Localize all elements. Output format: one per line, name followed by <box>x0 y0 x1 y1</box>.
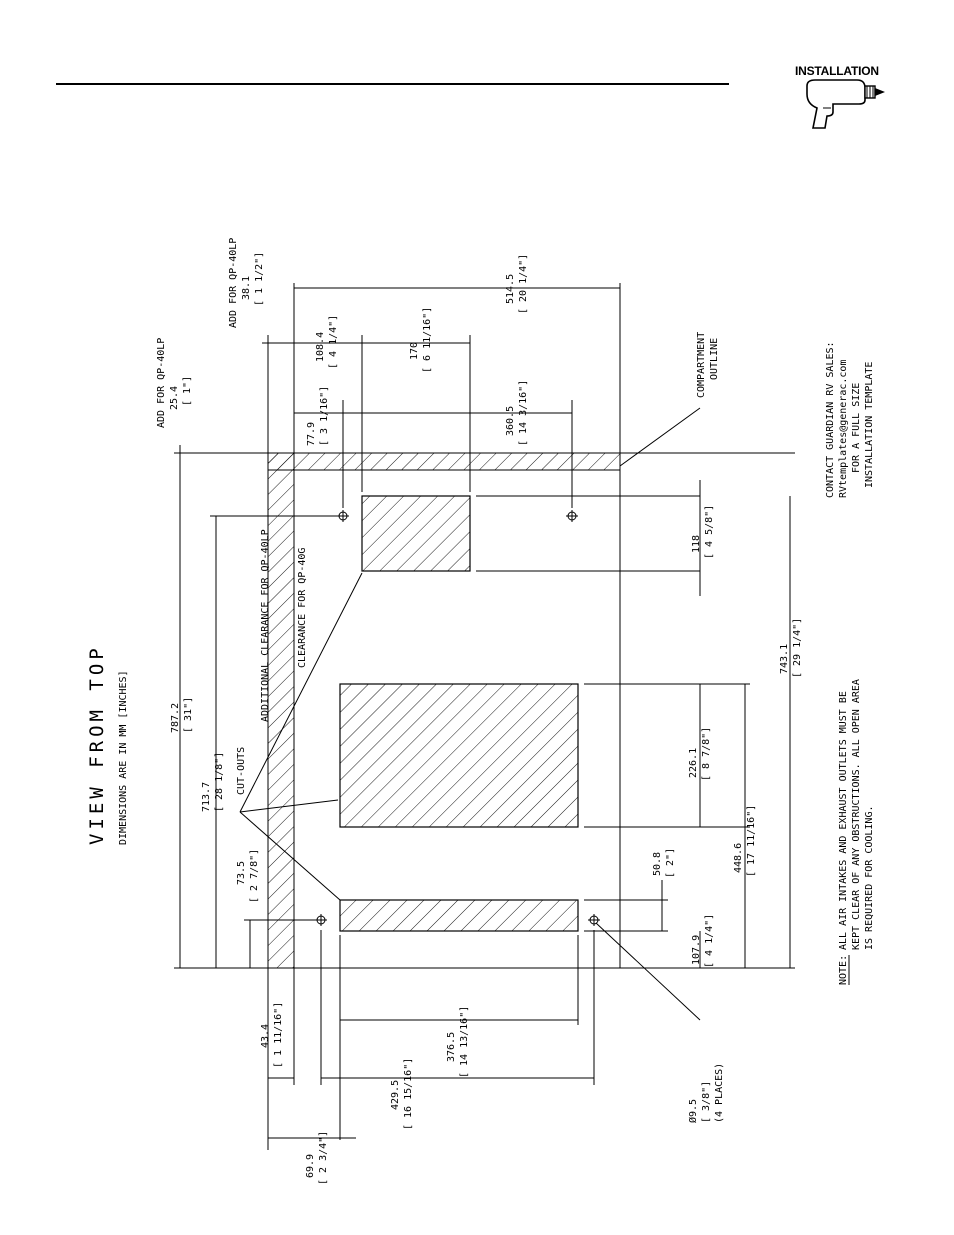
svg-text:ADD FOR QP-40LP: ADD FOR QP-40LP <box>228 238 239 328</box>
svg-text:[ 31"]: [ 31"] <box>183 697 194 733</box>
contact-block: CONTACT GUARDIAN RV SALES: RVtemplates@g… <box>825 341 875 498</box>
dim-170: 170 [ 6 11/16"] <box>409 307 433 373</box>
svg-text:[ 17 11/16"]: [ 17 11/16"] <box>746 805 757 877</box>
svg-text:[ 14 13/16"]: [ 14 13/16"] <box>459 1006 470 1078</box>
svg-text:[ 4 5/8"]: [ 4 5/8"] <box>704 505 715 559</box>
svg-text:[ 28 1/8"]: [ 28 1/8"] <box>214 752 225 812</box>
dim-95: Ø9.5 [ 3/8"] (4 PLACES) <box>687 1063 725 1123</box>
label-add-qp40lp-25: ADD FOR QP-40LP 25.4 [ 1"] <box>156 338 193 428</box>
dim-514: 514.5 [ 20 1/4"] <box>505 254 529 314</box>
svg-text:[ 2"]: [ 2"] <box>665 848 676 878</box>
svg-text:226.1: 226.1 <box>688 748 699 778</box>
dimension-lines <box>174 283 795 1150</box>
svg-text:[ 29 1/4"]: [ 29 1/4"] <box>792 618 803 678</box>
svg-text:[ 16 15/16"]: [ 16 15/16"] <box>403 1058 414 1130</box>
label-compartment-outline: COMPARTMENT OUTLINE <box>696 332 720 398</box>
svg-text:COMPARTMENT: COMPARTMENT <box>696 332 707 398</box>
svg-text:376.5: 376.5 <box>446 1032 457 1062</box>
svg-text:[ 1 11/16"]: [ 1 11/16"] <box>273 1002 284 1068</box>
svg-text:73.5: 73.5 <box>236 861 247 885</box>
svg-text:713.7: 713.7 <box>201 782 212 812</box>
dim-226: 226.1 [ 8 7/8"] <box>688 727 712 781</box>
svg-text:25.4: 25.4 <box>169 386 180 410</box>
contact-line-4: INSTALLATION TEMPLATE <box>864 362 875 488</box>
label-add-qp40lp-38: ADD FOR QP-40LP 38.1 [ 1 1/2"] <box>228 238 265 328</box>
section-label: INSTALLATION <box>795 64 879 78</box>
svg-text:429.5: 429.5 <box>390 1080 401 1110</box>
clearance-hatch <box>267 452 621 969</box>
svg-text:43.4: 43.4 <box>260 1024 271 1048</box>
dim-429: 429.5 [ 16 15/16"] <box>390 1058 414 1130</box>
cutout-middle <box>339 683 579 828</box>
svg-text:OUTLINE: OUTLINE <box>709 338 720 380</box>
dim-713: 713.7 [ 28 1/8"] <box>201 752 225 812</box>
svg-text:[ 3 1/16"]: [ 3 1/16"] <box>319 386 330 446</box>
svg-text:50.8: 50.8 <box>652 852 663 876</box>
contact-line-3: FOR A FULL SIZE <box>851 383 862 473</box>
svg-text:107.9: 107.9 <box>691 935 702 965</box>
svg-text:[ 20 1/4"]: [ 20 1/4"] <box>518 254 529 314</box>
header-rule <box>56 83 729 85</box>
label-clearance-qp40g: CLEARANCE FOR QP-40G <box>297 548 308 668</box>
dim-743: 743.1 [ 29 1/4"] <box>779 618 803 678</box>
mounting-hole <box>566 510 578 522</box>
svg-text:ADD FOR QP-40LP: ADD FOR QP-40LP <box>156 338 167 428</box>
svg-text:(4 PLACES): (4 PLACES) <box>714 1063 725 1123</box>
svg-text:514.5: 514.5 <box>505 274 516 304</box>
contact-line-2: RVtemplates@generac.com <box>838 360 849 498</box>
svg-text:77.9: 77.9 <box>306 422 317 446</box>
note-line-3: IS REQUIRED FOR COOLING. <box>864 806 875 951</box>
svg-text:[ 4 1/4"]: [ 4 1/4"] <box>704 914 715 968</box>
svg-text:360.5: 360.5 <box>505 406 516 436</box>
dim-77: 77.9 [ 3 1/16"] <box>306 386 330 446</box>
dim-43: 43.4 [ 1 11/16"] <box>260 1002 284 1068</box>
dim-50: 50.8 [ 2"] <box>652 848 676 878</box>
note-block: NOTE: ALL AIR INTAKES AND EXHAUST OUTLET… <box>838 679 875 985</box>
label-cutouts: CUT-OUTS <box>236 747 247 795</box>
view-subtitle: DIMENSIONS ARE IN MM [INCHES] <box>118 670 129 845</box>
svg-text:[ 2 7/8"]: [ 2 7/8"] <box>249 849 260 903</box>
dim-448: 448.6 [ 17 11/16"] <box>733 805 757 877</box>
cutout-top <box>361 495 471 572</box>
svg-text:[ 8 7/8"]: [ 8 7/8"] <box>701 727 712 781</box>
mounting-hole <box>588 914 600 926</box>
dim-360: 360.5 [ 14 3/16"] <box>505 380 529 446</box>
dim-108: 108.4 [ 4 1/4"] <box>315 315 339 369</box>
cutout-bottom <box>339 899 579 932</box>
svg-text:38.1: 38.1 <box>241 276 252 300</box>
dim-787: 787.2 [ 31"] <box>170 697 194 733</box>
svg-text:[ 3/8"]: [ 3/8"] <box>701 1081 712 1123</box>
svg-text:743.1: 743.1 <box>779 644 790 674</box>
note-label: NOTE: <box>838 955 849 985</box>
drill-icon <box>806 79 885 129</box>
note-line-2: KEPT CLEAR OF ANY OBSTRUCTIONS. ALL OPEN… <box>851 679 862 950</box>
svg-text:170: 170 <box>409 342 420 360</box>
svg-text:[ 4 1/4"]: [ 4 1/4"] <box>328 315 339 369</box>
contact-line-1: CONTACT GUARDIAN RV SALES: <box>825 341 836 498</box>
svg-text:Ø9.5: Ø9.5 <box>687 1099 699 1123</box>
svg-text:[ 2 3/4"]: [ 2 3/4"] <box>318 1131 329 1185</box>
note-line-1: ALL AIR INTAKES AND EXHAUST OUTLETS MUST… <box>838 691 849 950</box>
dim-376: 376.5 [ 14 13/16"] <box>446 1006 470 1078</box>
view-title: VIEW FROM TOP <box>86 644 108 845</box>
svg-text:[ 1 1/2"]: [ 1 1/2"] <box>254 252 265 306</box>
dim-107: 107.9 [ 4 1/4"] <box>691 914 715 968</box>
dim-73: 73.5 [ 2 7/8"] <box>236 849 260 903</box>
svg-text:448.6: 448.6 <box>733 843 744 873</box>
svg-text:[ 6 11/16"]: [ 6 11/16"] <box>422 307 433 373</box>
label-additional-clearance: ADDITIONAL CLEARANCE FOR QP-40LP <box>260 529 271 722</box>
svg-text:[ 14 3/16"]: [ 14 3/16"] <box>518 380 529 446</box>
svg-text:108.4: 108.4 <box>315 332 326 362</box>
section-badge: INSTALLATION <box>795 62 905 132</box>
dim-69: 69.9 [ 2 3/4"] <box>305 1131 329 1185</box>
dim-118: 118 [ 4 5/8"] <box>691 505 715 559</box>
svg-text:787.2: 787.2 <box>170 703 181 733</box>
svg-text:118: 118 <box>691 535 702 553</box>
svg-text:[ 1"]: [ 1"] <box>182 376 193 406</box>
svg-text:69.9: 69.9 <box>305 1154 316 1178</box>
